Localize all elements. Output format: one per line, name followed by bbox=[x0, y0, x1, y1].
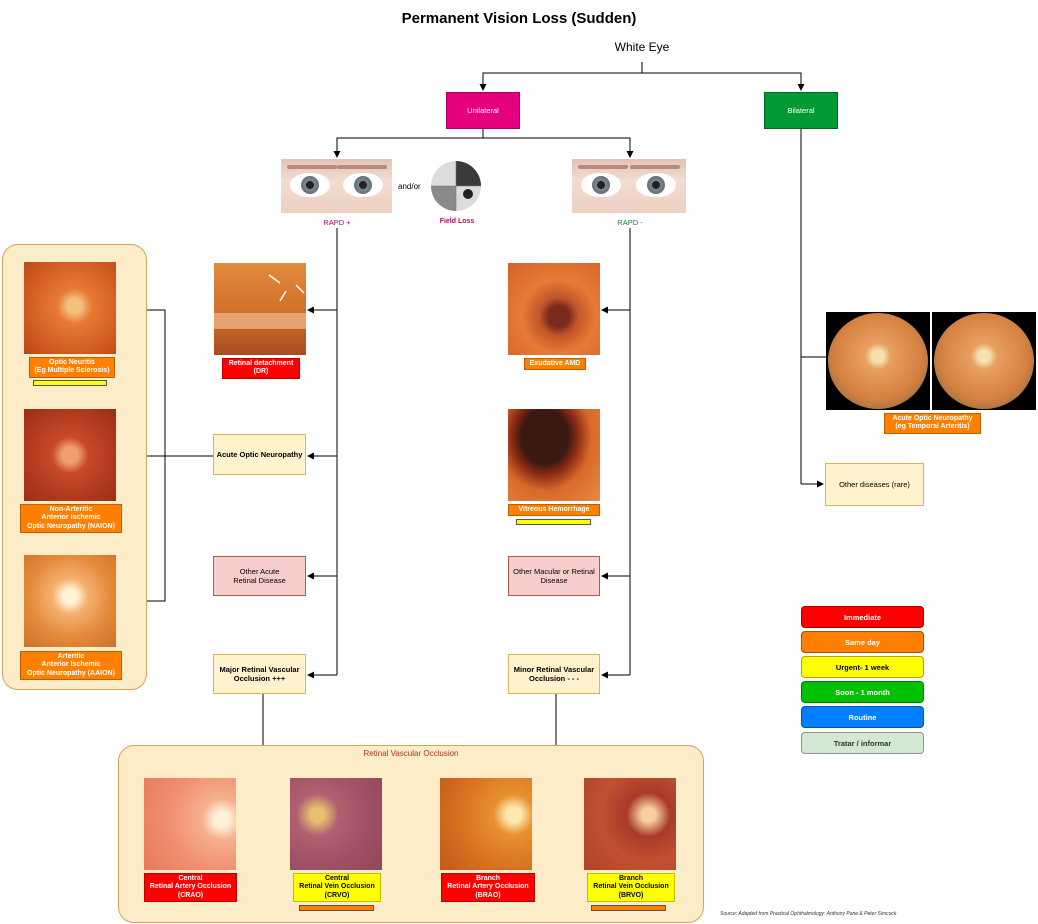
retinal-detachment-label: Retinal detachment (DR) bbox=[222, 358, 300, 379]
exudative-amd-image bbox=[508, 263, 600, 355]
vitreous-hemorrhage-label: Vitreous Hemorrhage bbox=[508, 504, 600, 517]
rapd-negative-label: RAPD - bbox=[617, 218, 643, 227]
brvo-label: Branch Retinal Vein Occlusion (BRVO) bbox=[587, 873, 675, 903]
unilateral-node: Unilateral bbox=[446, 92, 520, 129]
rapd-positive-label: RAPD + bbox=[323, 218, 351, 227]
aaion-label: Arteritic Anterior Ischemic Optic Neurop… bbox=[20, 651, 122, 681]
rapd-negative-eyes-image bbox=[572, 159, 686, 213]
other-acute-retinal-disease-node: Other Acute Retinal Disease bbox=[213, 556, 306, 596]
rvo-group-title: Retinal Vascular Occlusion bbox=[363, 749, 459, 758]
brao-image bbox=[440, 778, 532, 870]
other-diseases-node: Other diseases (rare) bbox=[825, 463, 924, 506]
bilateral-node: Bilateral bbox=[764, 92, 838, 129]
retinal-detachment-image bbox=[214, 263, 306, 355]
legend-routine: Routine bbox=[801, 706, 924, 728]
legend-soon: Soon - 1 month bbox=[801, 681, 924, 703]
major-rvo-node: Major Retinal Vascular Occlusion +++ bbox=[213, 654, 306, 694]
optic-neuritis-urgency-marker bbox=[33, 380, 107, 386]
legend-same-day: Same day bbox=[801, 631, 924, 653]
crvo-urgency-marker bbox=[299, 905, 374, 911]
visual-field-loss-image bbox=[431, 161, 481, 211]
crao-label: Central Retinal Artery Occlusion (CRAO) bbox=[144, 873, 237, 903]
legend-tratar-informar: Tratar / informar bbox=[801, 732, 924, 754]
aaion-image bbox=[24, 555, 116, 647]
other-macular-retinal-node: Other Macular or Retinal Disease bbox=[508, 556, 600, 596]
bilateral-fundus-right-image bbox=[932, 312, 1036, 410]
white-eye-label: White Eye bbox=[614, 40, 670, 54]
exudative-amd-label: Exudative AMD bbox=[524, 358, 586, 371]
brao-label: Branch Retinal Artery Occlusion (BRAO) bbox=[441, 873, 535, 903]
optic-neuritis-label: Optic Neuritis (Eg Multiple Sclerosis) bbox=[29, 357, 115, 378]
brvo-image bbox=[584, 778, 676, 870]
crao-image bbox=[144, 778, 236, 870]
vitreous-hemorrhage-urgency-marker bbox=[516, 519, 591, 525]
minor-rvo-node: Minor Retinal Vascular Occlusion - - - bbox=[508, 654, 600, 694]
bilateral-acute-optic-neuropathy-label: Acute Optic Neuropathy (eg Temporal Arte… bbox=[884, 413, 981, 434]
field-loss-label: Field Loss bbox=[439, 218, 475, 225]
legend-immediate: Immediate bbox=[801, 606, 924, 628]
vitreous-hemorrhage-image bbox=[508, 409, 600, 501]
crvo-image bbox=[290, 778, 382, 870]
and-or-label: and/or bbox=[398, 182, 421, 191]
acute-optic-neuropathy-node: Acute Optic Neuropathy bbox=[213, 434, 306, 475]
bilateral-fundus-left-image bbox=[826, 312, 930, 410]
source-credit: Source: Adapted from Practical Ophthalmo… bbox=[720, 911, 897, 917]
legend-urgent: Urgent- 1 week bbox=[801, 656, 924, 678]
rapd-positive-eyes-image bbox=[281, 159, 392, 213]
page-title: Permanent Vision Loss (Sudden) bbox=[401, 10, 637, 27]
naion-image bbox=[24, 409, 116, 501]
brvo-urgency-marker bbox=[591, 905, 666, 911]
optic-neuritis-image bbox=[24, 262, 116, 354]
crvo-label: Central Retinal Vein Occlusion (CRVO) bbox=[293, 873, 381, 903]
naion-label: Non-Arteritic Anterior Ischemic Optic Ne… bbox=[20, 504, 122, 534]
